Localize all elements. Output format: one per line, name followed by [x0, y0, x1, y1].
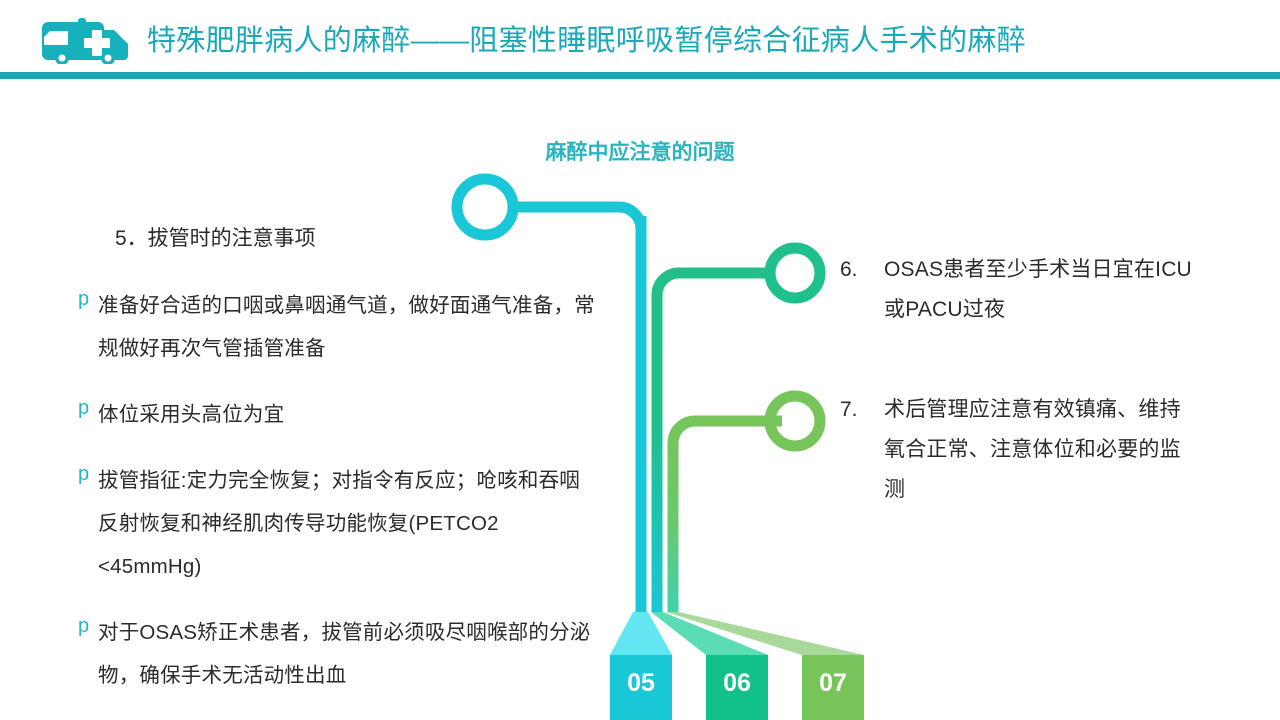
bullet-text: 对于OSAS矫正术患者，拔管前必须吸尽咽喉部的分泌物，确保手术无活动性出血 — [98, 621, 591, 687]
line-05-elbow — [510, 201, 647, 260]
ambulance-icon — [42, 18, 128, 64]
right-list-item-6: 6. OSAS患者至少手术当日宜在ICU或PACU过夜 — [840, 250, 1200, 330]
item-number: 7. — [840, 398, 858, 421]
step-badge-05: 05 — [610, 655, 672, 720]
ribbon-group — [610, 612, 864, 655]
page-title: 特殊肥胖病人的麻醉——阻塞性睡眠呼吸暂停综合征病人手术的麻醉 — [147, 25, 1027, 57]
bullet-marker: p — [78, 463, 90, 485]
line-06 — [651, 267, 770, 612]
ribbon-05 — [610, 612, 672, 655]
list-item: p 体位采用头高位为宜 — [60, 393, 600, 436]
list-item: p 对于OSAS矫正术患者，拔管前必须吸尽咽喉部的分泌物，确保手术无活动性出血 — [60, 611, 600, 697]
ribbon-06 — [651, 612, 768, 655]
bullet-marker: p — [78, 397, 90, 419]
ribbon-07 — [666, 612, 864, 655]
bullet-text: 准备好合适的口咽或鼻咽通气道，做好面通气准备，常规做好再次气管插管准备 — [98, 294, 595, 360]
node-07 — [764, 390, 826, 452]
list-item: p 准备好合适的口咽或鼻咽通气道，做好面通气准备，常规做好再次气管插管准备 — [60, 284, 600, 370]
step-badge-07: 07 — [802, 655, 864, 720]
list-item: p 拔管指征:定力完全恢复；对指令有反应；呛咳和吞咽反射恢复和神经肌肉传导功能恢… — [60, 459, 600, 588]
item-text: OSAS患者至少手术当日宜在ICU或PACU过夜 — [884, 258, 1192, 321]
node-05 — [451, 173, 519, 241]
item-number: 6. — [840, 258, 858, 281]
header-divider — [0, 72, 1280, 79]
bullet-marker: p — [78, 615, 90, 637]
left-content-column: 5．拔管时的注意事项 p 准备好合适的口咽或鼻咽通气道，做好面通气准备，常规做好… — [60, 224, 600, 720]
right-list-item-7: 7. 术后管理应注意有效镇痛、维持氧合正常、注意体位和必要的监测 — [840, 390, 1200, 510]
section-subtitle: 麻醉中应注意的问题 — [545, 141, 735, 164]
line-07 — [667, 415, 782, 612]
bullet-text: 拔管指征:定力完全恢复；对指令有反应；呛咳和吞咽反射恢复和神经肌肉传导功能恢复(… — [98, 469, 580, 578]
left-section-heading: 5．拔管时的注意事项 — [115, 227, 316, 250]
bullet-marker: p — [78, 288, 90, 310]
step-badge-06: 06 — [706, 655, 768, 720]
node-06 — [764, 242, 826, 304]
slide-header: 特殊肥胖病人的麻醉——阻塞性睡眠呼吸暂停综合征病人手术的麻醉 — [0, 0, 1280, 80]
bullet-text: 体位采用头高位为宜 — [98, 403, 285, 426]
item-text: 术后管理应注意有效镇痛、维持氧合正常、注意体位和必要的监测 — [884, 398, 1181, 501]
